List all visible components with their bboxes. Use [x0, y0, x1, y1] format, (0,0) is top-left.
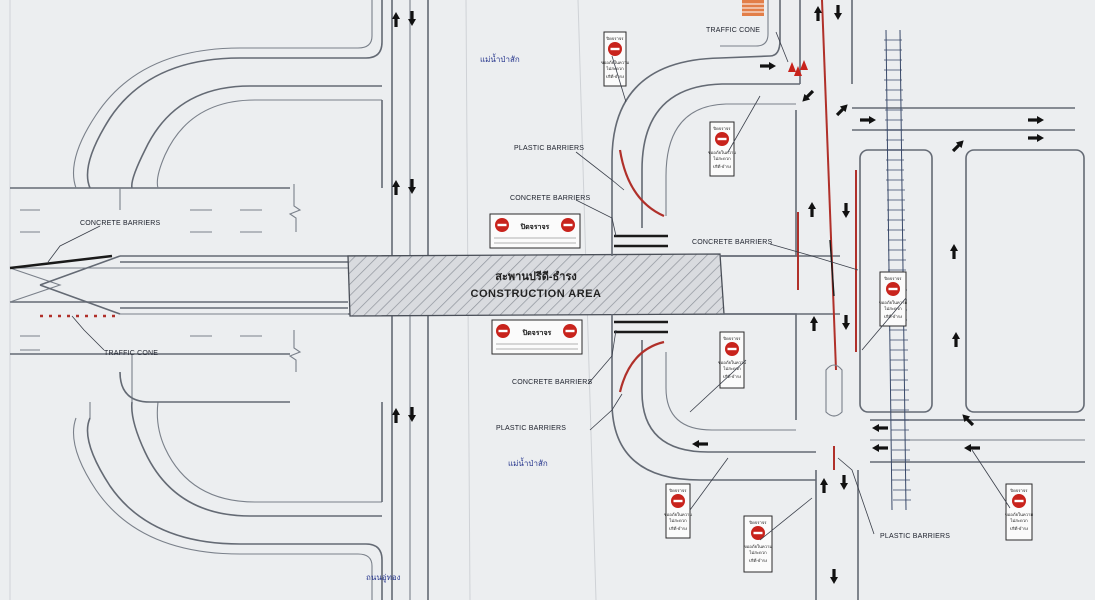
label-concrete-barriers-bottom: CONCRETE BARRIERS [512, 379, 593, 386]
svg-text:ไม่สะดวก: ไม่สะดวก [605, 65, 624, 71]
median-island [825, 364, 843, 417]
small-sign-1: ปิดจราจร ขออภัยในความ ไม่สะดวก ปริดี-ธำร… [601, 31, 630, 87]
svg-text:ขออภัยในความ: ขออภัยในความ [744, 543, 773, 549]
svg-text:ไม่สะดวก: ไม่สะดวก [668, 517, 687, 523]
svg-text:ขออภัยในความ: ขออภัยในความ [601, 59, 630, 65]
arrow-left-icon [692, 440, 708, 448]
arrow-left-icon [872, 444, 888, 452]
construction-thai-title: สะพานปรีดี-ธำรง [495, 270, 576, 283]
svg-text:ปิดจราจร: ปิดจราจร [519, 223, 549, 231]
block-far-east [965, 149, 1085, 413]
svg-text:ปิดจราจร: ปิดจราจร [669, 488, 688, 493]
arrow-up-icon [392, 408, 400, 423]
small-sign-6: ปิดจราจร ขออภัยในความ ไม่สะดวก ปริดี-ธำร… [743, 515, 773, 573]
arrow-down-icon [408, 179, 416, 194]
svg-text:ขออภัยในความ: ขออภัยในความ [708, 149, 737, 155]
svg-text:ไม่สะดวก: ไม่สะดวก [1009, 517, 1028, 523]
svg-text:ปริดี-ธำรง: ปริดี-ธำรง [749, 558, 767, 563]
plastic-barrier-top [618, 149, 665, 218]
svg-text:ปริดี-ธำรง: ปริดี-ธำรง [1010, 526, 1028, 531]
svg-text:ปริดี-ธำรง: ปริดี-ธำรง [669, 526, 687, 531]
arrow-down-icon [840, 475, 848, 490]
arrow-up-icon [392, 12, 400, 27]
arrow-up-icon [810, 316, 818, 331]
arrow-down-icon [830, 569, 838, 584]
arrow-right-icon [1028, 134, 1044, 142]
svg-text:ปิดจราจร: ปิดจราจร [521, 329, 551, 337]
arrow-diagonal-icon [950, 137, 967, 154]
svg-text:ปิดจราจร: ปิดจราจร [1010, 488, 1029, 493]
road-closed-sign-bottom: ปิดจราจร [491, 319, 583, 355]
svg-text:ปริดี-ธำรง: ปริดี-ธำรง [713, 164, 731, 169]
leader-lines [47, 31, 1011, 541]
construction-title: CONSTRUCTION AREA [471, 288, 602, 300]
svg-text:ขออภัยในความ: ขออภัยในความ [1005, 511, 1034, 517]
left-concrete-barrier [9, 254, 113, 270]
small-sign-3: ปิดจราจร ขออภัยในความ ไม่สะดวก ปริดี-ธำร… [879, 271, 908, 327]
arrow-right-icon [860, 116, 876, 124]
small-sign-5: ปิดจราจร ขออภัยในความ ไม่สะดวก ปริดี-ธำร… [664, 483, 693, 539]
construction-area: สะพานปรีดี-ธำรง CONSTRUCTION AREA [347, 253, 840, 317]
arrow-diagonal-icon [799, 88, 816, 105]
svg-text:ไม่สะดวก: ไม่สะดวก [722, 365, 741, 371]
arrow-right-icon [760, 62, 776, 70]
road-closed-sign-top: ปิดจราจร [489, 213, 581, 249]
arrow-down-icon [842, 203, 850, 218]
arrow-down-icon [408, 11, 416, 26]
construction-hatched-block [347, 253, 725, 317]
arrow-left-icon [872, 424, 888, 432]
svg-text:ไม่สะดวก: ไม่สะดวก [748, 549, 767, 555]
label-traffic-cone-top: TRAFFIC CONE [706, 27, 760, 34]
arrow-up-icon [808, 202, 816, 217]
svg-text:ปิดจราจร: ปิดจราจร [713, 126, 732, 131]
label-plastic-barriers-right: PLASTIC BARRIERS [880, 533, 950, 540]
railway-track [884, 29, 911, 511]
svg-text:ปริดี-ธำรง: ปริดี-ธำรง [884, 314, 902, 319]
svg-text:ขออภัยในความ: ขออภัยในความ [664, 511, 693, 517]
arrow-diagonal-icon [834, 101, 851, 118]
arrow-up-icon [950, 244, 958, 259]
svg-text:ปิดจราจร: ปิดจราจร [723, 336, 742, 341]
label-concrete-barriers-left: CONCRETE BARRIERS [80, 220, 161, 227]
arrow-down-icon [842, 315, 850, 330]
svg-text:ไม่สะดวก: ไม่สะดวก [883, 305, 902, 311]
label-traffic-cone-left: TRAFFIC CONE [104, 350, 158, 357]
median-barrier-line [821, 0, 837, 371]
svg-text:ปิดจราจร: ปิดจราจร [884, 276, 903, 281]
small-sign-4: ปิดจราจร ขออภัยในความ ไม่สะดวก ปริดี-ธำร… [718, 331, 747, 389]
label-concrete-barriers-right: CONCRETE BARRIERS [692, 239, 773, 246]
svg-text:ปิดจราจร: ปิดจราจร [606, 36, 625, 41]
label-plastic-barriers-bottom: PLASTIC BARRIERS [496, 425, 566, 432]
label-river-top: แม่น้ำป่าสัก [480, 53, 520, 64]
svg-text:ปิดจราจร: ปิดจราจร [749, 520, 768, 525]
arrow-down-icon [834, 5, 842, 20]
svg-text:ขออภัยในความ: ขออภัยในความ [718, 359, 747, 365]
arrow-right-icon [1028, 116, 1044, 124]
plastic-barrier-bottom [618, 340, 665, 393]
svg-text:ปริดี-ธำรง: ปริดี-ธำรง [606, 74, 624, 79]
left-interchange [9, 0, 383, 600]
arrow-down-icon [408, 407, 416, 422]
arrow-up-icon [820, 478, 828, 493]
svg-text:ไม่สะดวก: ไม่สะดวก [712, 155, 731, 161]
arrow-up-icon [814, 6, 822, 21]
arrow-up-icon [952, 332, 960, 347]
traffic-cone-cluster-icon [742, 0, 808, 76]
label-road-bottom: ถนนอู่ทอง [366, 573, 401, 583]
svg-text:ขออภัยในความ: ขออภัยในความ [879, 299, 908, 305]
svg-text:ปริดี-ธำรง: ปริดี-ธำรง [723, 374, 741, 379]
label-river-bottom: แม่น้ำป่าสัก [508, 457, 548, 468]
right-intersection [611, 0, 1085, 600]
label-plastic-barriers-top: PLASTIC BARRIERS [514, 145, 584, 152]
small-sign-2: ปิดจราจร ขออภัยในความ ไม่สะดวก ปริดี-ธำร… [708, 121, 737, 177]
label-concrete-barriers-top: CONCRETE BARRIERS [510, 195, 591, 202]
arrow-left-icon [964, 444, 980, 452]
small-sign-7: ปิดจราจร ขออภัยในความ ไม่สะดวก ปริดี-ธำร… [1005, 483, 1034, 541]
arrow-up-icon [392, 180, 400, 195]
